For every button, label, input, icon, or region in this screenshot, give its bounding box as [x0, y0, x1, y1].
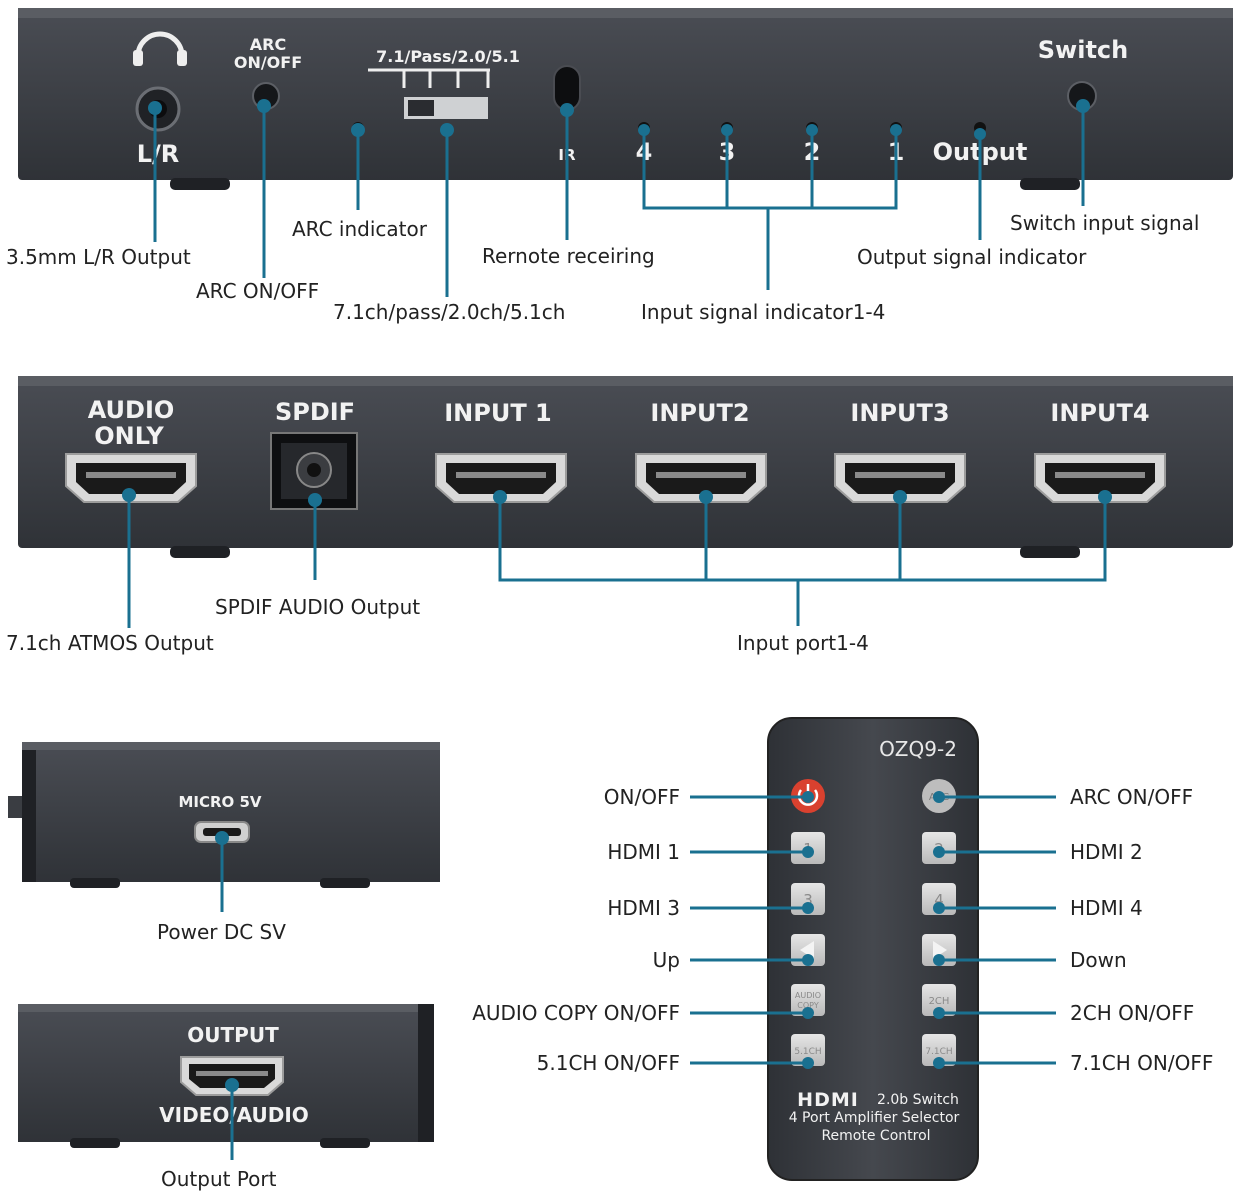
callout-input-port: Input port1-4	[737, 631, 869, 655]
input3-label: INPUT3	[850, 399, 949, 427]
remote-audio-copy-label-1: AUDIO	[795, 991, 821, 1000]
callout-remote-51ch: 5.1CH ON/OFF	[536, 1051, 680, 1075]
rear-foot-left	[170, 546, 230, 558]
remote-hdmi-logo: HDMI	[797, 1089, 859, 1111]
rear-leaders	[122, 488, 1112, 628]
front-leaders	[148, 99, 1090, 297]
callout-input-indicator: Input signal indicator1-4	[641, 300, 886, 324]
output-hdmi-port[interactable]	[180, 1056, 284, 1096]
audio-only-line2: ONLY	[94, 422, 164, 450]
remote-subtitle-1: 4 Port Amplifier Selector	[789, 1110, 960, 1126]
side-power-knob	[8, 796, 24, 818]
remote-71ch-button[interactable]: 7.1CH	[922, 1034, 956, 1066]
arrow-right-icon	[933, 941, 947, 959]
input4-hdmi-port[interactable]	[1034, 453, 1166, 503]
remote-51ch-button[interactable]: 5.1CH	[791, 1034, 825, 1066]
audio-only-hdmi-port[interactable]	[65, 453, 197, 503]
side-power-edge	[22, 742, 36, 882]
spdif-port[interactable]	[270, 432, 358, 510]
remote-71ch-label: 7.1CH	[925, 1047, 952, 1057]
callout-atmos: 7.1ch ATMOS Output	[6, 631, 214, 655]
callout-remote-receiver: Rernote receiring	[482, 244, 655, 268]
arrow-left-icon	[800, 941, 814, 959]
front-panel-body	[18, 8, 1233, 180]
callout-remote-2ch: 2CH ON/OFF	[1070, 1001, 1195, 1025]
callout-mode: 7.1ch/pass/2.0ch/5.1ch	[333, 300, 566, 324]
output-top-label: OUTPUT	[187, 1023, 279, 1047]
callout-spdif: SPDIF AUDIO Output	[215, 595, 421, 619]
remote-version: 2.0b Switch	[877, 1092, 959, 1108]
front-foot-left	[170, 178, 230, 190]
input4-label: INPUT4	[1050, 399, 1149, 427]
remote-2ch-button[interactable]: 2CH	[922, 984, 956, 1016]
callout-remote-hdmi4: HDMI 4	[1070, 896, 1143, 920]
arc-label-line1: ARC	[250, 35, 286, 54]
remote-down-button[interactable]	[922, 934, 956, 966]
remote-hdmi4-label: 4	[934, 891, 944, 909]
input1-hdmi-port[interactable]	[435, 453, 567, 503]
rear-panel: AUDIO ONLY SPDIF INPUT 1 INPUT2 INPUT3 I…	[18, 376, 1233, 558]
remote-hdmi3-label: 3	[803, 891, 813, 909]
callout-switch-input: Switch input signal	[1010, 211, 1200, 235]
side-output-edge	[418, 1004, 434, 1142]
remote-model: OZQ9-2	[879, 737, 957, 761]
side-power-body	[22, 742, 440, 882]
side-output-foot-right	[320, 1138, 370, 1148]
remote-leaders	[690, 791, 1056, 1069]
spdif-label: SPDIF	[275, 398, 355, 426]
front-foot-right	[1020, 178, 1080, 190]
side-power-top	[22, 742, 440, 750]
callout-remote-hdmi1: HDMI 1	[607, 840, 680, 864]
side-output-leader	[225, 1078, 239, 1160]
front-panel-top-edge	[18, 8, 1233, 18]
mode-slide-knob	[408, 100, 434, 116]
callout-power: Power DC SV	[157, 920, 286, 944]
input1-label: INPUT 1	[444, 399, 552, 427]
callout-remote-down: Down	[1070, 948, 1127, 972]
remote-up-button[interactable]	[791, 934, 825, 966]
side-power-foot-right	[320, 878, 370, 888]
side-power-panel: MICRO 5V	[8, 742, 440, 888]
input3-hdmi-port[interactable]	[834, 453, 966, 503]
side-output-panel: OUTPUT VIDEO/AUDIO	[18, 1004, 434, 1148]
arc-label-line2: ON/OFF	[234, 53, 302, 72]
mode-switch-ticks	[368, 68, 490, 88]
remote-audio-copy-button[interactable]: AUDIO COPY	[791, 984, 825, 1016]
micro-5v-label: MICRO 5V	[178, 793, 261, 811]
callout-remote-hdmi2: HDMI 2	[1070, 840, 1143, 864]
switch-label: Switch	[1038, 36, 1128, 64]
remote-control: OZQ9-2 ARC 1 2 3 4	[767, 717, 979, 1181]
callout-remote-71ch: 7.1CH ON/OFF	[1070, 1051, 1214, 1075]
audio-only-line1: AUDIO	[88, 396, 175, 424]
callout-remote-up: Up	[652, 948, 680, 972]
lr-label: L/R	[137, 140, 180, 168]
side-output-foot-left	[70, 1138, 120, 1148]
headphone-icon	[133, 31, 187, 66]
callout-remote-onoff: ON/OFF	[603, 785, 680, 809]
remote-2ch-label: 2CH	[929, 996, 950, 1007]
side-output-top	[18, 1004, 434, 1012]
callout-lr-output: 3.5mm L/R Output	[6, 245, 191, 269]
output-bottom-label: VIDEO/AUDIO	[159, 1103, 309, 1127]
callout-output-indicator: Output signal indicator	[857, 245, 1087, 269]
power-icon	[797, 789, 819, 806]
remote-subtitle-2: Remote Control	[821, 1128, 930, 1144]
callout-remote-audio-copy: AUDIO COPY ON/OFF	[472, 1001, 680, 1025]
rear-foot-right	[1020, 546, 1080, 558]
remote-audio-copy-label-2: COPY	[797, 1001, 819, 1010]
remote-51ch-label: 5.1CH	[794, 1047, 821, 1057]
input2-hdmi-port[interactable]	[635, 453, 767, 503]
mode-label: 7.1/Pass/2.0/5.1	[376, 47, 520, 66]
callout-remote-hdmi3: HDMI 3	[607, 896, 680, 920]
rear-panel-top-edge	[18, 376, 1233, 386]
callout-remote-arc: ARC ON/OFF	[1070, 785, 1194, 809]
side-power-leader	[215, 831, 229, 912]
front-panel: L/R ARC ON/OFF 7.1/Pass/2.0/5.1 IR 4 3 2…	[18, 8, 1233, 190]
callout-arc-indicator: ARC indicator	[292, 217, 427, 241]
callout-arc-onoff: ARC ON/OFF	[196, 279, 320, 303]
callout-output-port: Output Port	[161, 1167, 277, 1191]
side-power-foot-left	[70, 878, 120, 888]
input2-label: INPUT2	[650, 399, 749, 427]
